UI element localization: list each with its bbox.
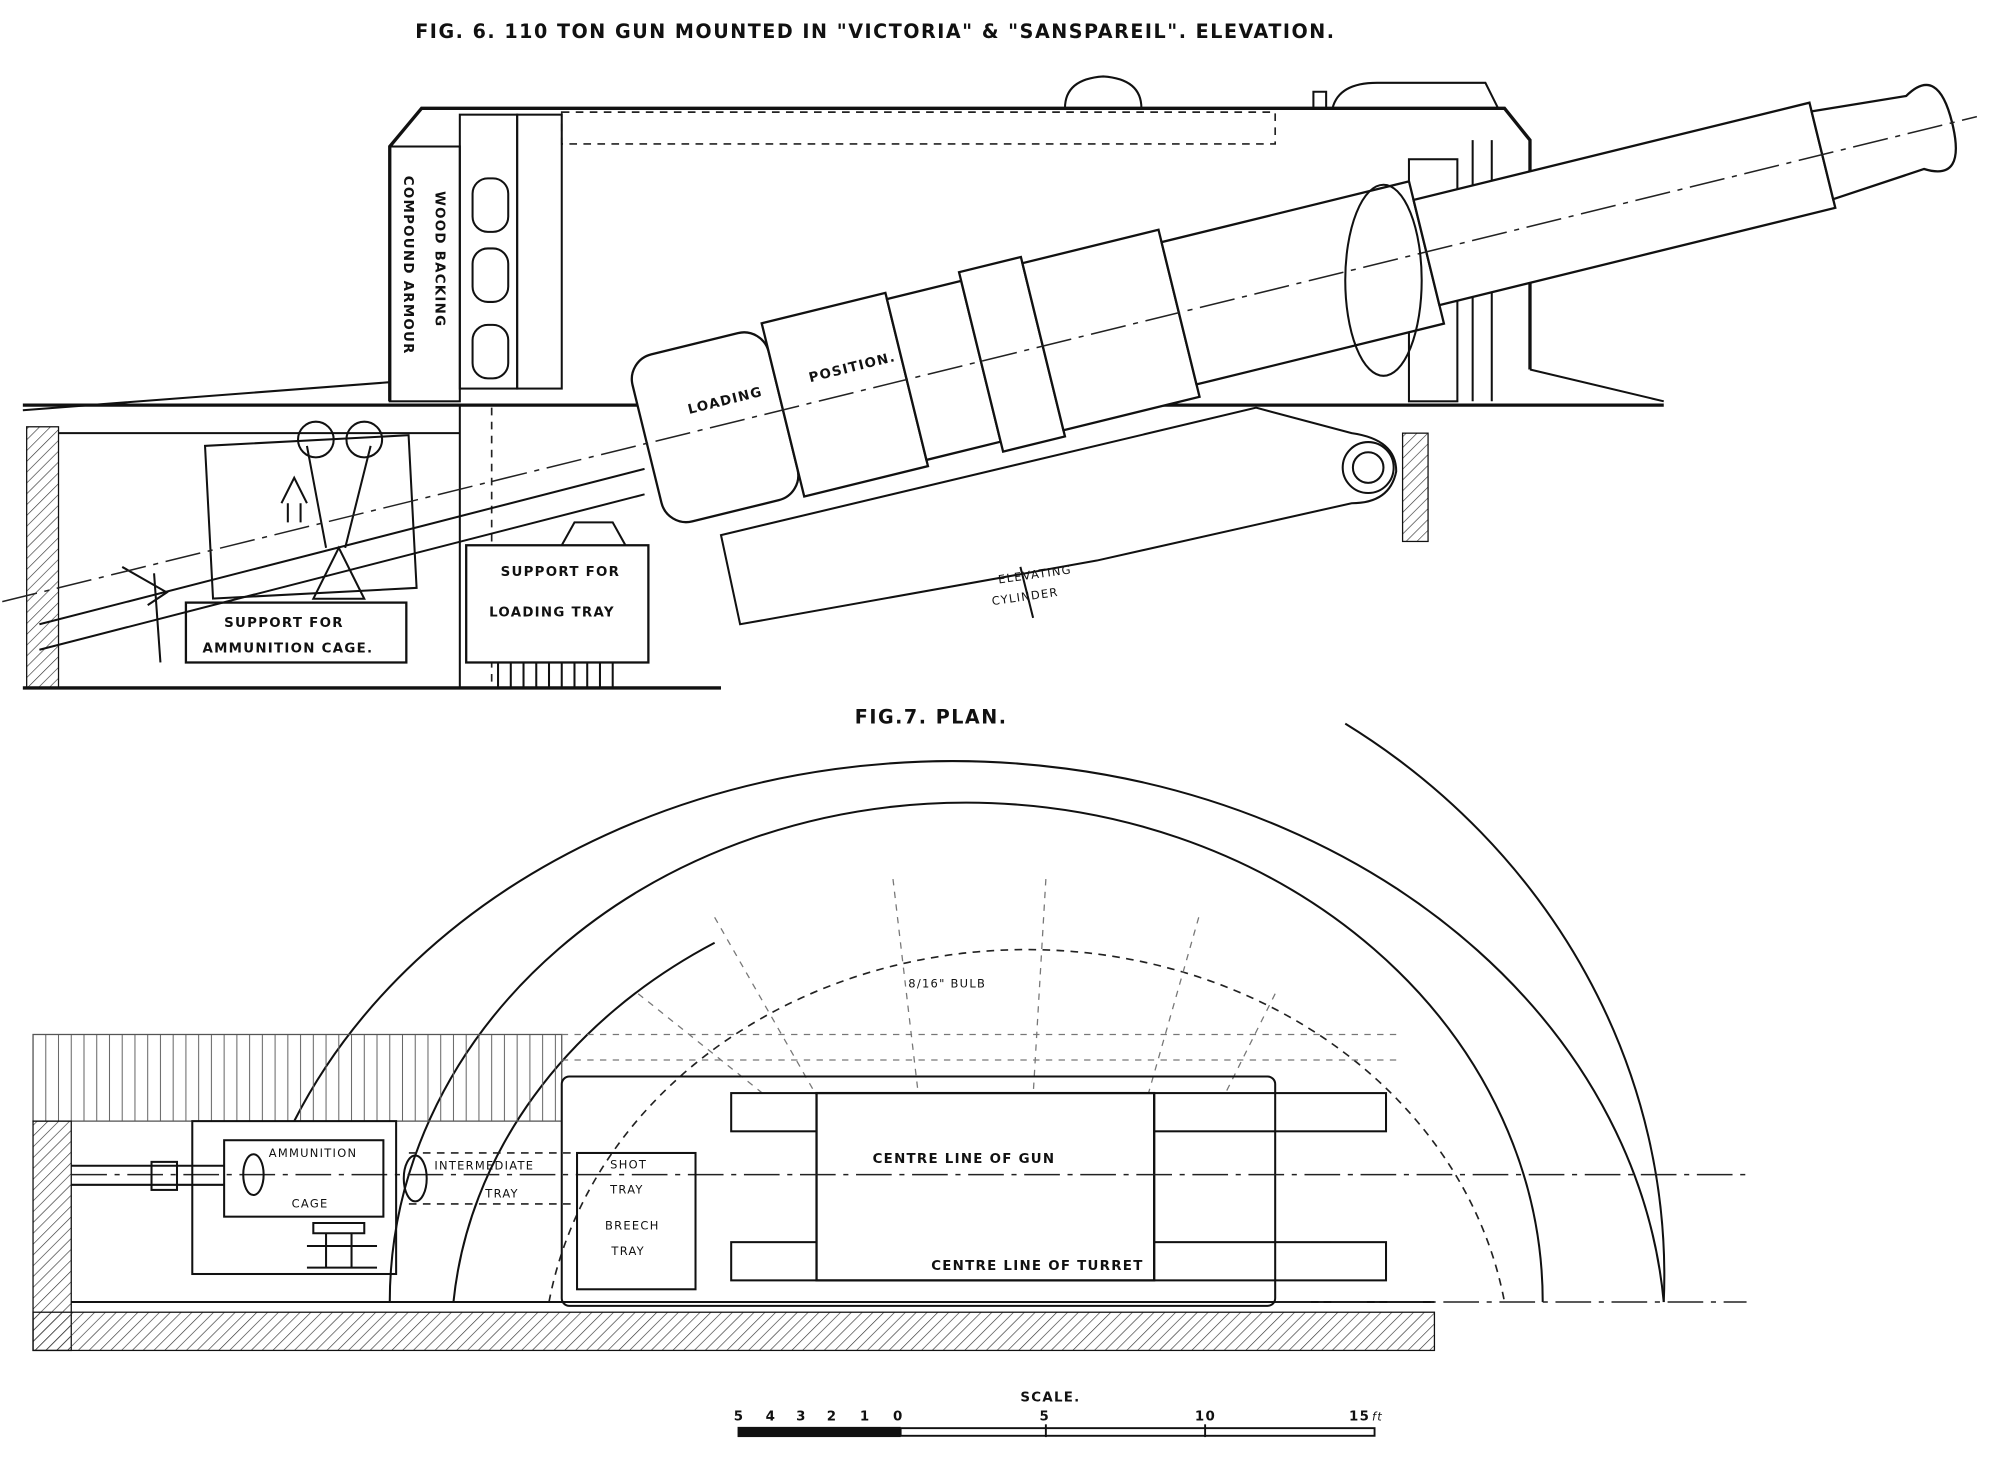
shot-breech-tray — [576, 1151, 697, 1291]
label-bulb: 8/16" BULB — [908, 976, 986, 990]
label-ammunition: AMMUNITION — [269, 1146, 358, 1160]
plan-floor-hatched — [32, 1311, 1436, 1352]
gun-plan — [815, 1091, 1156, 1282]
ammunition-cage-plan — [223, 1139, 385, 1218]
support-loading-tray — [465, 544, 650, 664]
armour-frame — [516, 113, 563, 390]
label-ammunition-cage: AMMUNITION CAGE. — [202, 641, 373, 656]
label-breech: BREECH — [605, 1218, 660, 1232]
outer-arc — [293, 760, 1665, 1303]
plan-view: 8/16" BULB CENTRE LINE OF GUN CENTRE LIN… — [32, 722, 1747, 1352]
label-wood-backing: WOOD BACKING — [432, 191, 447, 327]
label-support-tray: SUPPORT FOR — [501, 565, 621, 580]
scale-tick: 0 — [893, 1410, 904, 1425]
scale-tick: 4 — [766, 1410, 777, 1425]
rammer — [39, 467, 645, 651]
elevation-title: FIG. 6. 110 TON GUN MOUNTED IN "VICTORIA… — [415, 20, 1335, 43]
label-centre-turret: CENTRE LINE OF TURRET — [931, 1259, 1143, 1274]
pulley — [345, 420, 384, 459]
inner-arc-dashed — [548, 948, 1506, 1303]
label-centre-gun: CENTRE LINE OF GUN — [873, 1152, 1056, 1167]
training-arc — [1344, 722, 1666, 1303]
grating — [32, 1033, 563, 1122]
scale-tick: 2 — [827, 1410, 838, 1425]
port-oval — [471, 323, 510, 380]
gun-port — [1344, 183, 1423, 377]
label-support-ammo: SUPPORT FOR — [224, 616, 344, 631]
cage-frame — [191, 1120, 398, 1276]
label-compound-armour: COMPOUND ARMOUR — [400, 176, 415, 355]
scale-bar: SCALE. 5 4 3 2 1 0 5 10 15 ft — [734, 1390, 1383, 1438]
label-intermediate-tray: TRAY — [484, 1187, 519, 1201]
port-oval — [471, 247, 510, 303]
left-wall-hatched — [26, 426, 60, 689]
turret-floor — [560, 1075, 1277, 1307]
label-loading-tray: LOADING TRAY — [489, 606, 615, 621]
scale-bar-open — [899, 1427, 1376, 1437]
elevation-view: SUPPORT FOR AMMUNITION CAGE. SUPPORT FOR… — [0, 75, 1978, 750]
scale-bar-solid — [737, 1426, 901, 1438]
port-oval — [471, 177, 510, 233]
support-ammunition-cage — [184, 601, 408, 664]
right-stop-hatched — [1401, 432, 1429, 543]
label-breech-tray: TRAY — [610, 1244, 645, 1258]
scale-title: SCALE. — [1020, 1390, 1080, 1405]
label-cage: CAGE — [292, 1197, 329, 1211]
scale-tick: 5 — [1039, 1410, 1050, 1425]
label-elevating: ELEVATING — [997, 562, 1072, 586]
label-cylinder: CYLINDER — [991, 585, 1060, 608]
gun-axis — [0, 115, 1978, 750]
ammunition-cage — [203, 434, 418, 600]
label-intermediate: INTERMEDIATE — [434, 1159, 534, 1173]
label-shot: SHOT — [610, 1157, 647, 1171]
plan-title: FIG.7. PLAN. — [855, 706, 1008, 729]
sighting-hood — [1063, 75, 1143, 110]
gun-chase — [1160, 179, 1446, 386]
scale-unit: ft — [1372, 1410, 1383, 1424]
label-shot-tray: TRAY — [609, 1183, 644, 1197]
scale-tick: 15 — [1349, 1410, 1370, 1425]
scale-tick: 3 — [796, 1410, 807, 1425]
trunnion — [1341, 441, 1395, 495]
roof-fitting — [1312, 81, 1500, 109]
scale-tick: 1 — [860, 1410, 871, 1425]
scale-tick: 10 — [1195, 1410, 1216, 1425]
gun-110-ton — [0, 84, 1978, 750]
gun-slide — [719, 406, 1398, 626]
scale-tick: 5 — [734, 1410, 745, 1425]
pulley — [297, 420, 335, 459]
roof-rail — [560, 111, 1277, 145]
